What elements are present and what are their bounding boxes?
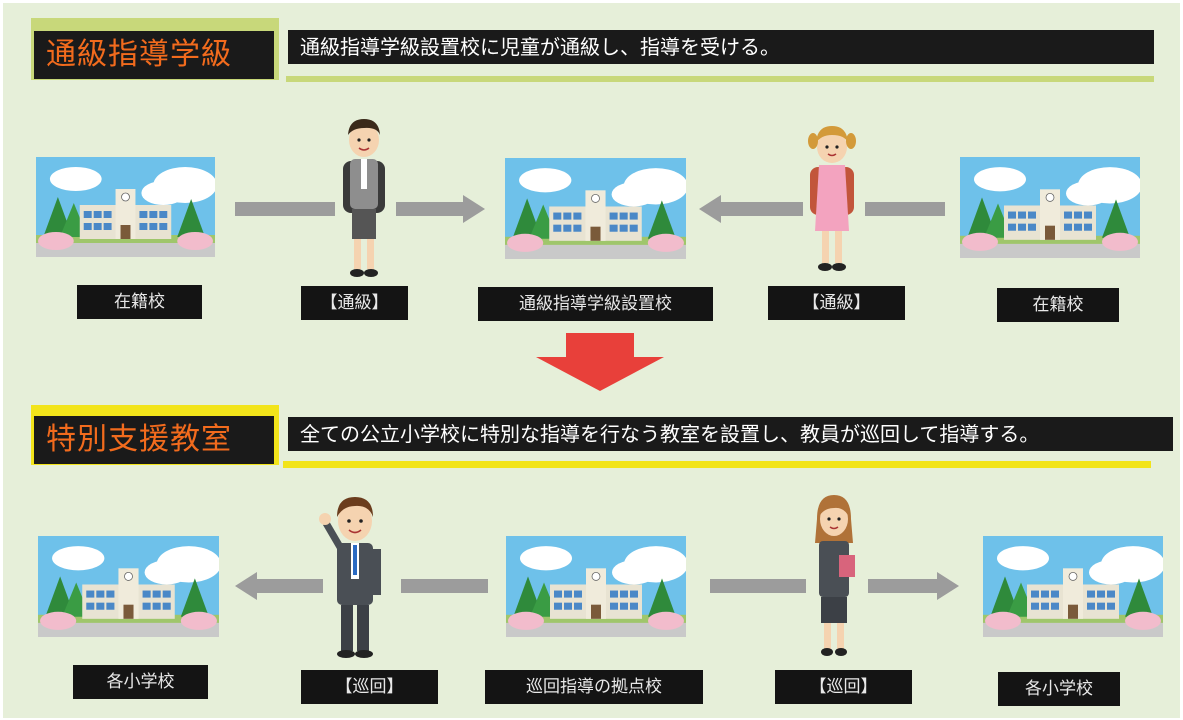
school-building-icon	[38, 536, 219, 637]
section1-underline	[286, 76, 1154, 82]
label-enrolled-school-left: 在籍校	[77, 285, 202, 319]
section2-description: 全ての公立小学校に特別な指導を行なう教室を設置し、教員が巡回して指導する。	[288, 417, 1173, 451]
arrow-left-school-to-boy	[235, 202, 335, 216]
down-arrow-icon	[536, 333, 664, 391]
arrow-teacher-woman-to-right-school	[868, 579, 938, 593]
diagram-canvas: 通級指導学級 通級指導学級設置校に児童が通級し、指導を受ける。	[3, 3, 1180, 718]
arrow-center-to-teacher-woman	[710, 579, 806, 593]
arrow-head-left-icon	[235, 572, 257, 600]
label-enrolled-school-right: 在籍校	[997, 288, 1119, 322]
student-boy-icon	[333, 113, 395, 283]
arrow-right-school-to-girl	[865, 202, 945, 216]
section2-underline	[283, 461, 1151, 468]
label-commute-right: 【通級】	[768, 286, 905, 320]
section1-description: 通級指導学級設置校に児童が通級し、指導を受ける。	[288, 30, 1154, 64]
section1-title: 通級指導学級	[34, 31, 274, 79]
arrow-girl-to-center	[720, 202, 803, 216]
label-patrol-right: 【巡回】	[775, 670, 912, 704]
school-building-icon	[505, 158, 686, 259]
label-each-school-right: 各小学校	[998, 672, 1120, 706]
label-patrol-left: 【巡回】	[301, 670, 438, 704]
teacher-man-icon	[313, 491, 393, 661]
school-building-icon	[506, 536, 686, 637]
arrow-head-left-icon	[699, 195, 721, 223]
teacher-woman-icon	[803, 491, 865, 661]
arrow-head-right-icon	[463, 195, 485, 223]
arrow-head-right-icon	[937, 572, 959, 600]
school-building-icon	[36, 157, 215, 257]
arrow-boy-to-center	[396, 202, 464, 216]
section2-title: 特別支援教室	[34, 416, 274, 464]
label-commute-left: 【通級】	[301, 286, 408, 320]
student-girl-icon	[801, 121, 863, 281]
arrow-teacher-to-left-school	[256, 579, 323, 593]
school-building-icon	[983, 536, 1163, 637]
arrow-center-to-teacher-man	[401, 579, 488, 593]
label-each-school-left: 各小学校	[73, 665, 208, 699]
label-center-school: 通級指導学級設置校	[478, 287, 713, 321]
label-patrol-base-school: 巡回指導の拠点校	[485, 670, 703, 704]
school-building-icon	[960, 157, 1140, 258]
